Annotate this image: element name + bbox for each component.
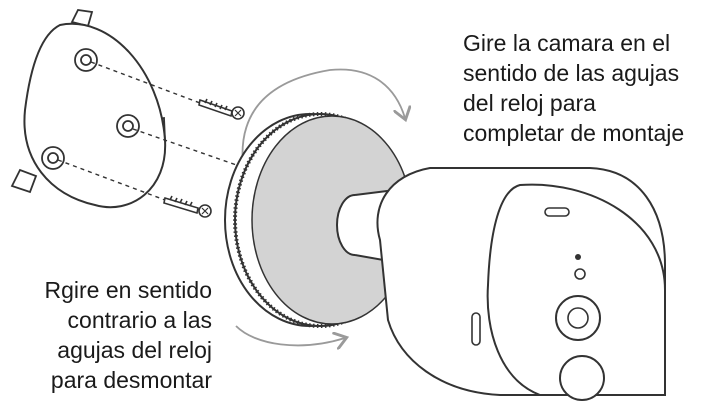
screw-icon: [198, 98, 245, 120]
screw-guide-lines: [57, 61, 249, 201]
rotate-counterclockwise-arrow: [235, 325, 345, 345]
unmount-instruction-line: Rgire en sentido: [44, 277, 213, 303]
camera-lens: [555, 295, 601, 341]
indicator-dot: [575, 254, 581, 260]
bracket-hole-top: [74, 48, 98, 72]
bracket-hole-bottom: [41, 146, 65, 170]
unmount-instruction: Rgire en sentido contrario a las agujas …: [45, 275, 213, 395]
unmount-instruction-line: contrario a las: [67, 307, 212, 333]
unmount-instruction-line: agujas del reloj: [57, 337, 212, 363]
screw-icon: [163, 195, 212, 218]
wall-bracket: [10, 9, 167, 209]
mount-instruction: Gire la camara en el sentido de las aguj…: [463, 28, 684, 148]
mount-disc: [224, 112, 413, 328]
bracket-hole-middle: [116, 114, 140, 138]
rotate-clockwise-arrow: [241, 68, 405, 166]
mount-instruction-line: Gire la camara en el: [463, 30, 671, 56]
light-sensor: [574, 268, 586, 280]
unmount-instruction-line: para desmontar: [50, 367, 212, 393]
mount-instruction-line: del reloj para: [463, 90, 596, 116]
camera-body: [376, 167, 666, 401]
pir-sensor: [559, 355, 605, 401]
mount-instruction-line: completar de montaje: [463, 120, 685, 146]
mount-instruction-line: sentido de las agujas: [463, 60, 680, 86]
